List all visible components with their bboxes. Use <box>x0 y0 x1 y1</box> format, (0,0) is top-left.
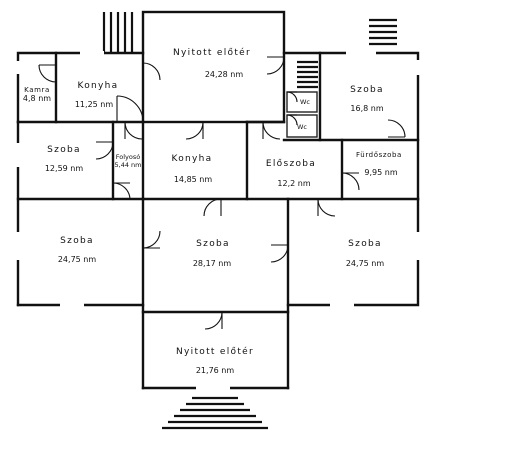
nyitott-eloter-2-area: 21,76 nm <box>196 366 235 375</box>
konyha-2-area: 14,85 nm <box>174 175 213 184</box>
konyha-1-name: Konyha <box>77 81 118 91</box>
szoba-sw-name: Szoba <box>60 236 94 246</box>
stairs-inner <box>297 60 318 89</box>
nyitott-eloter-1-name: Nyitott előtér <box>173 47 251 58</box>
szoba-w-area: 12,59 nm <box>45 164 84 173</box>
furdoszoba-area: 9,95 nm <box>364 168 397 177</box>
wc-1-name: Wc <box>300 98 310 106</box>
walls <box>16 10 420 390</box>
szoba-se-name: Szoba <box>348 239 382 249</box>
stairs-top-right <box>369 18 397 46</box>
szoba-ne-name: Szoba <box>350 85 384 95</box>
folyoso-area: 5,44 nm <box>115 161 142 169</box>
stairs-bottom <box>162 396 268 430</box>
szoba-w-name: Szoba <box>47 145 81 155</box>
nyitott-eloter-1-area: 24,28 nm <box>205 70 244 79</box>
kamra-name: Kamra <box>24 86 50 94</box>
stairs-top-left <box>102 12 134 52</box>
doors <box>38 56 406 330</box>
szoba-center-area: 28,17 nm <box>193 259 232 268</box>
furdoszoba-name: Fürdőszoba <box>356 150 402 159</box>
windows <box>16 51 420 390</box>
eloszoba-name: Előszoba <box>266 159 316 169</box>
szoba-sw-area: 24,75 nm <box>58 255 97 264</box>
szoba-se-area: 24,75 nm <box>346 259 385 268</box>
szoba-ne-area: 16,8 nm <box>350 104 383 113</box>
wc-2-name: Wc <box>297 123 307 131</box>
konyha-2-name: Konyha <box>171 154 212 164</box>
nyitott-eloter-2-name: Nyitott előtér <box>176 346 254 357</box>
eloszoba-area: 12,2 nm <box>277 179 310 188</box>
folyoso-name: Folyosó <box>116 153 140 161</box>
room-labels: Kamra 4,8 nm Konyha 11,25 nm Nyitott elő… <box>23 47 402 375</box>
szoba-center-name: Szoba <box>196 239 230 249</box>
konyha-1-area: 11,25 nm <box>75 100 114 109</box>
kamra-area: 4,8 nm <box>23 94 51 103</box>
